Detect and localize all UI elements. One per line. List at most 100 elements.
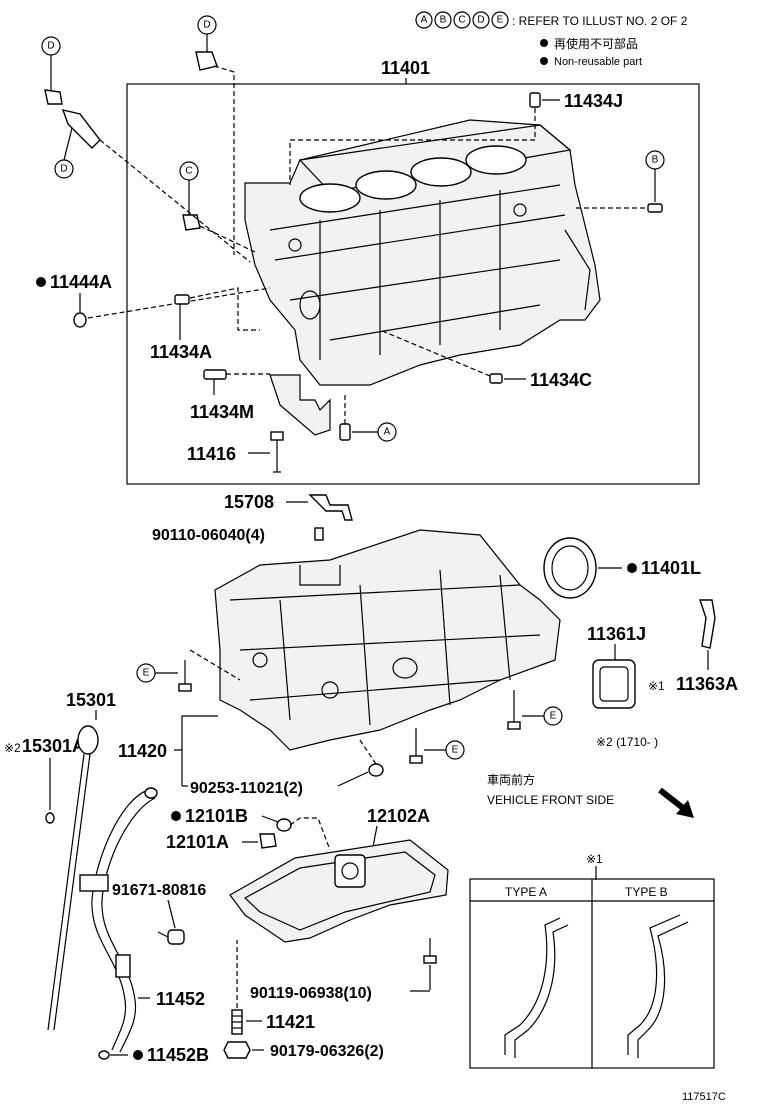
svg-text:E: E <box>452 745 459 756</box>
callout-a: A <box>377 422 397 442</box>
plug-90253 <box>368 763 384 777</box>
callout-d-low: D <box>54 159 74 179</box>
label-15301a: 15301A <box>22 736 85 756</box>
type-note-mark: ※1 <box>586 852 603 866</box>
bullet-icon <box>540 57 548 65</box>
label-11444a: 11444A <box>50 272 112 292</box>
bolt-90119 <box>423 938 437 964</box>
dipstick-15301 <box>47 725 99 1031</box>
label-15301: 15301 <box>66 690 116 710</box>
label-11452: 11452 <box>156 989 205 1009</box>
cover-11361j <box>592 659 636 709</box>
bolt-11416 <box>270 431 284 473</box>
cylinder-block-frame <box>126 83 700 485</box>
svg-text:B: B <box>440 15 447 26</box>
o-ring-11452b <box>98 1050 110 1060</box>
nut-90179 <box>223 1041 251 1059</box>
gasket-12101b <box>276 818 292 832</box>
svg-text:C: C <box>458 15 465 26</box>
label-11401l: 11401L <box>641 558 701 578</box>
label-90253: 90253-11021(2) <box>190 780 303 797</box>
legend-jp: 再使用不可部品 <box>554 36 638 51</box>
nonreusable-icon <box>627 563 637 573</box>
callout-e-right: E <box>543 706 563 726</box>
callout-b: B <box>645 150 665 170</box>
bolt-e-right <box>507 690 521 730</box>
bolt-90110 <box>314 527 324 541</box>
bolt-91671 <box>157 929 185 945</box>
type-a-label: TYPE A <box>505 885 547 899</box>
note1-mark: ※1 <box>648 679 665 693</box>
nonreusable-icon <box>133 1050 143 1060</box>
ref-circle-a: A <box>415 11 433 29</box>
pin-a <box>339 423 351 441</box>
type-b-label: TYPE B <box>625 885 668 899</box>
guide-11452 <box>79 787 158 1053</box>
callout-d-top: D <box>197 15 217 35</box>
svg-text:A: A <box>421 15 428 26</box>
crankcase-11420 <box>214 529 561 751</box>
label-11361j: 11361J <box>587 624 646 644</box>
front-en: VEHICLE FRONT SIDE <box>487 793 614 807</box>
label-11452b: 11452B <box>147 1045 209 1065</box>
svg-text:D: D <box>477 15 484 26</box>
dowel-pin-11434j <box>529 92 541 108</box>
drain-plug-12101a <box>259 833 277 849</box>
legend-en: Non-reusable part <box>554 56 642 68</box>
pin-b <box>647 203 663 213</box>
ref-text: : REFER TO ILLUST NO. 2 OF 2 <box>512 14 688 28</box>
o-ring-15301a <box>45 812 55 824</box>
bolt-e-left <box>178 660 192 692</box>
nonreusable-icon <box>36 277 46 287</box>
svg-text:E: E <box>550 711 557 722</box>
label-90110: 90110-06040(4) <box>152 527 265 544</box>
label-15708: 15708 <box>224 492 274 512</box>
ref-circle-b: B <box>434 11 452 29</box>
label-90119: 90119-06938(10) <box>250 985 372 1002</box>
label-11421: 11421 <box>266 1012 315 1032</box>
front-jp: 車両前方 <box>487 772 535 787</box>
pin-11434a <box>174 294 190 305</box>
bolt-e-mid <box>409 728 423 764</box>
svg-text:E: E <box>143 668 150 679</box>
bullet-icon <box>540 39 548 47</box>
callout-d-left: D <box>41 36 61 56</box>
svg-text:D: D <box>60 164 67 175</box>
o-ring-11444a <box>73 312 87 328</box>
plug-c <box>182 214 201 231</box>
label-11434m: 11434M <box>190 402 254 422</box>
ref-circle-e: E <box>491 11 509 29</box>
fitting-d-top <box>195 51 218 71</box>
label-11363a: 11363A <box>676 674 738 694</box>
bearing-cap <box>269 374 331 436</box>
svg-text:A: A <box>384 427 391 438</box>
label-11416: 11416 <box>187 444 236 464</box>
svg-text:E: E <box>497 15 504 26</box>
svg-text:C: C <box>185 166 192 177</box>
header-legend: A B C D E : REFER TO ILLUST NO. 2 OF 2 再… <box>415 11 688 68</box>
label-91671: 91671-80816 <box>112 882 206 899</box>
oil-pan-12102a <box>229 839 449 943</box>
label-12101b: 12101B <box>185 806 248 826</box>
callout-c: C <box>179 161 199 181</box>
cylinder-block <box>244 119 601 386</box>
pin-11434m <box>203 369 227 380</box>
note2-mark: ※2 <box>4 741 21 755</box>
baffle-type-a <box>504 917 569 1058</box>
label-11434a: 11434A <box>150 342 212 362</box>
svg-text:D: D <box>203 20 210 31</box>
label-11401: 11401 <box>381 58 430 78</box>
oil-jet-d <box>61 109 101 149</box>
callout-e-mid: E <box>445 740 465 760</box>
svg-text:B: B <box>652 155 659 166</box>
note-date: ※2 (1710- ) <box>596 735 658 749</box>
label-11434j: 11434J <box>564 91 623 111</box>
callout-e-left: E <box>136 663 156 683</box>
label-11434c: 11434C <box>530 370 592 390</box>
nozzle-15708 <box>308 494 353 521</box>
ref-circle-d: D <box>472 11 490 29</box>
baffle-11363a <box>699 599 716 649</box>
front-arrow-icon <box>658 787 694 818</box>
label-90179: 90179-06326(2) <box>270 1043 384 1060</box>
